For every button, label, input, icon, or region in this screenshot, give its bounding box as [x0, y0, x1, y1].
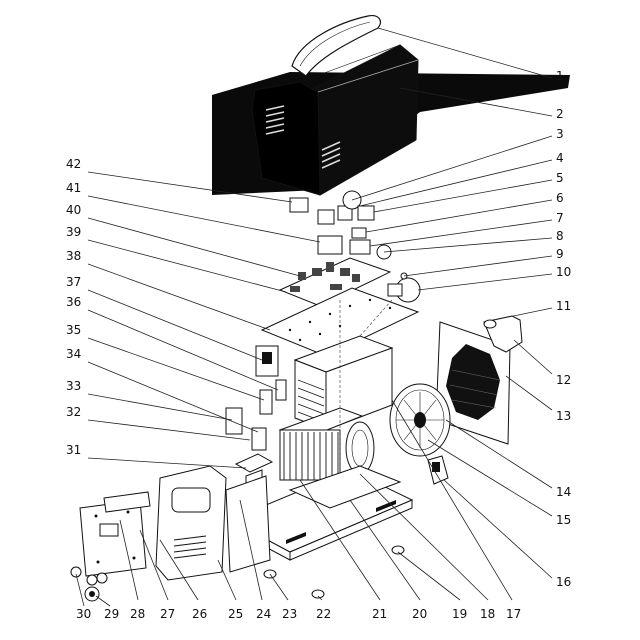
label-42: 42 — [66, 157, 81, 171]
label-1: 1 — [556, 69, 564, 83]
label-18: 18 — [480, 607, 495, 621]
label-23: 23 — [282, 607, 297, 621]
label-24: 24 — [256, 607, 271, 621]
mid-plate — [288, 465, 402, 509]
cover-vent-slots — [265, 105, 341, 169]
label-30: 30 — [76, 607, 91, 621]
foot-19 — [391, 545, 405, 555]
top-cover-assembly — [212, 15, 570, 196]
label-10: 10 — [556, 265, 571, 279]
label-4: 4 — [556, 151, 564, 165]
part-number-labels: 1 2 3 4 5 6 7 8 9 10 11 12 13 14 15 16 1… — [66, 69, 571, 621]
label-8: 8 — [556, 229, 564, 243]
label-12: 12 — [556, 373, 571, 387]
label-9: 9 — [556, 247, 564, 261]
label-29: 29 — [104, 607, 119, 621]
small-heatsink — [234, 453, 274, 473]
label-26: 26 — [192, 607, 207, 621]
heatsink-assembly — [234, 335, 394, 495]
foot-21 — [311, 589, 325, 599]
label-5: 5 — [556, 171, 564, 185]
front-panel-assembly — [70, 465, 271, 602]
part-42-block — [289, 197, 309, 213]
leader-lines — [75, 27, 553, 607]
label-2: 2 — [556, 107, 564, 121]
label-3: 3 — [556, 127, 564, 141]
label-15: 15 — [556, 513, 571, 527]
label-17: 17 — [506, 607, 521, 621]
label-20: 20 — [412, 607, 427, 621]
bracket-parts — [225, 345, 287, 451]
label-36: 36 — [66, 295, 81, 309]
label-32: 32 — [66, 405, 81, 419]
part-6-block — [351, 227, 367, 239]
part-5-block — [357, 205, 375, 221]
front-frame — [155, 465, 227, 581]
knob-30 — [70, 566, 82, 578]
label-31: 31 — [66, 443, 81, 457]
label-6: 6 — [556, 191, 564, 205]
label-14: 14 — [556, 485, 571, 499]
base-slot — [286, 532, 306, 544]
label-21: 21 — [372, 607, 387, 621]
label-7: 7 — [556, 211, 564, 225]
label-19: 19 — [452, 607, 467, 621]
label-41: 41 — [66, 181, 81, 195]
label-16: 16 — [556, 575, 571, 589]
label-22: 22 — [316, 607, 331, 621]
label-25: 25 — [228, 607, 243, 621]
label-28: 28 — [130, 607, 145, 621]
rear-panel-assembly — [389, 315, 523, 485]
label-13: 13 — [556, 409, 571, 423]
label-35: 35 — [66, 323, 81, 337]
label-11: 11 — [556, 299, 571, 313]
rear-grille — [446, 344, 500, 420]
cover-front-face — [251, 81, 321, 196]
label-33: 33 — [66, 379, 81, 393]
label-37: 37 — [66, 275, 81, 289]
carry-handle — [291, 15, 381, 77]
lower-heatsink-fins — [279, 429, 341, 481]
part-41-plate — [317, 235, 343, 255]
front-window — [171, 487, 211, 513]
part-7-block — [349, 239, 371, 255]
plate-holes — [288, 298, 392, 342]
front-grille — [173, 535, 207, 559]
label-39: 39 — [66, 225, 81, 239]
label-38: 38 — [66, 249, 81, 263]
part-relay — [317, 209, 335, 225]
pcb-components — [290, 262, 360, 292]
label-27: 27 — [160, 607, 175, 621]
label-40: 40 — [66, 203, 81, 217]
label-34: 34 — [66, 347, 81, 361]
